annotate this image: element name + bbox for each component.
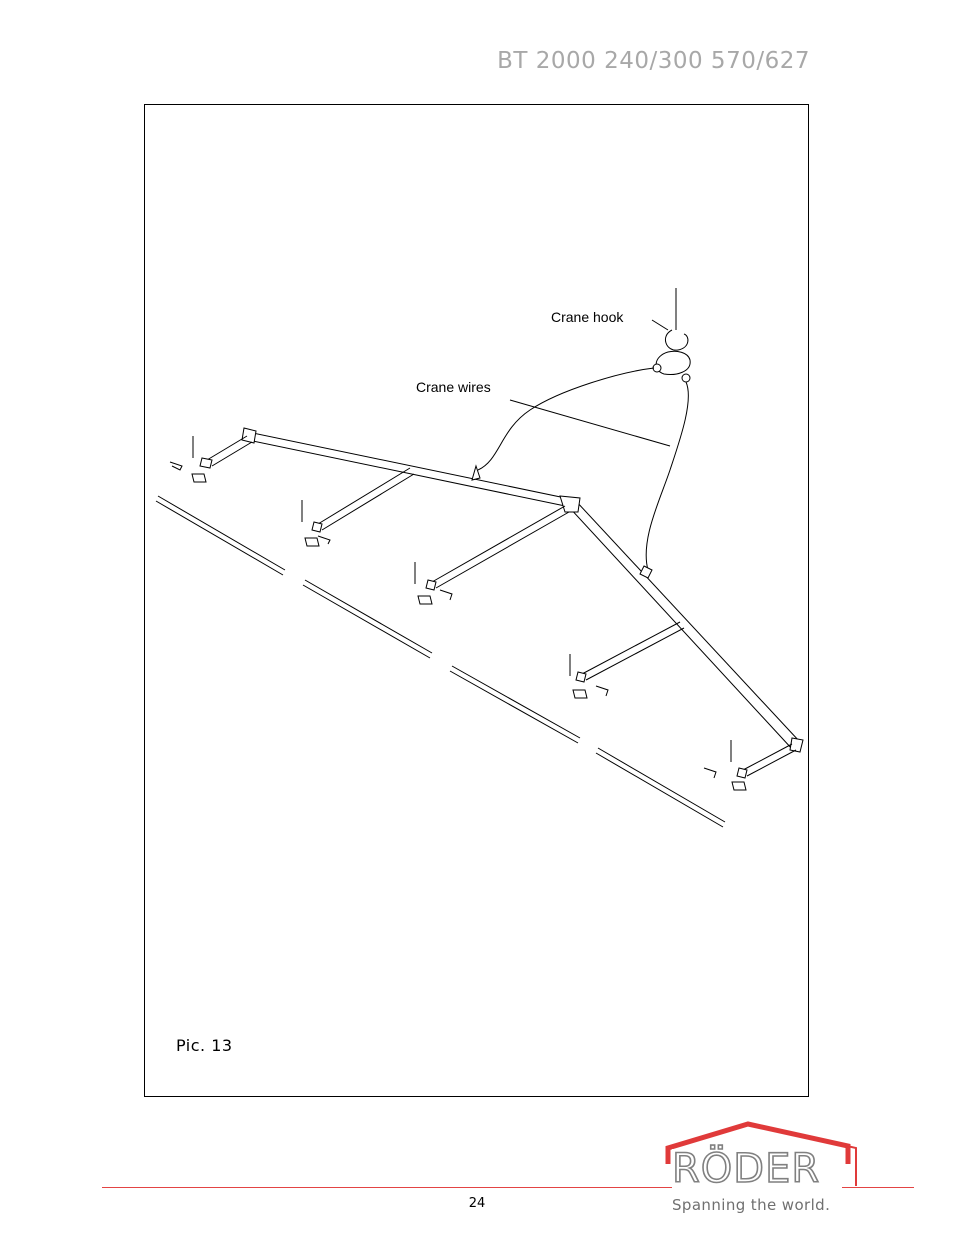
wires-leader [509, 399, 671, 447]
roder-roof-logo-icon [665, 1121, 857, 1186]
crane-hook-label: Crane hook [551, 309, 624, 325]
eave-left [241, 427, 257, 444]
figure-frame [144, 104, 809, 1097]
roder-logo-text: RÖDER [671, 1148, 842, 1190]
ground-rails [155, 495, 726, 828]
rafter-left [247, 431, 576, 508]
crane-wires-label: Crane wires [416, 379, 491, 395]
crane-wires-drawing [471, 367, 689, 579]
footer-divider [102, 1187, 914, 1188]
page-number: 24 [468, 1196, 486, 1211]
base-plates [169, 461, 747, 791]
eave-right [789, 737, 804, 753]
apex-joint [559, 495, 581, 513]
figure-caption: Pic. 13 [176, 1036, 233, 1055]
ground-stakes [192, 436, 732, 762]
document-title: BT 2000 240/300 570/627 [497, 48, 810, 74]
crane-hook-drawing [652, 288, 691, 383]
hook-leader [651, 319, 669, 331]
purlins [199, 435, 797, 779]
tagline: Spanning the world. [672, 1196, 831, 1214]
rafter-right [567, 499, 801, 751]
